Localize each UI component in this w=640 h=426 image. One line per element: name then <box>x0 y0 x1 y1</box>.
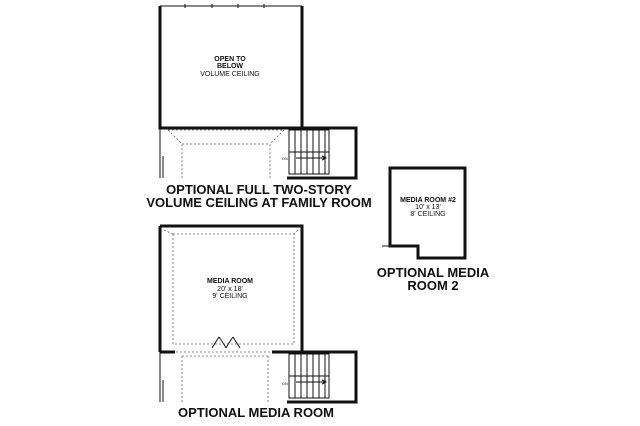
plan1-bay-right <box>269 129 285 178</box>
plan2-stair: DN <box>282 353 330 399</box>
plan2-room-name: MEDIA ROOM <box>207 278 253 285</box>
plan2-room-size: 20' x 18' <box>217 286 243 293</box>
plan1-bay-left <box>167 129 183 178</box>
plan2-outer-wall <box>160 224 304 352</box>
plan3-room-name: MEDIA ROOM #2 <box>400 197 456 204</box>
plan-media-room: DN MEDIA ROOM 20' x 18' 9' CEILING OPTIO… <box>158 224 358 420</box>
plan3-room-size: 10' x 13' <box>415 204 441 211</box>
plan3-caption-line2: ROOM 2 <box>407 278 458 293</box>
plan3-room-ceiling: 8' CEILING <box>410 211 445 218</box>
plan2-stair-label: DN <box>282 381 288 386</box>
plan2-caption: OPTIONAL MEDIA ROOM <box>178 405 334 420</box>
plan-open-to-below: DN OPEN TO BELOW VOLUME CEILING OPTIONAL… <box>146 4 372 210</box>
plan1-room-name-line2: BELOW <box>217 63 243 70</box>
plan1-room-name-line1: OPEN TO <box>214 56 246 63</box>
plan1-stair-label: DN <box>282 156 288 161</box>
plan1-stair: DN <box>282 129 330 175</box>
plan1-caption-line2: VOLUME CEILING AT FAMILY ROOM <box>146 195 371 210</box>
plan-media-room-2: MEDIA ROOM #2 10' x 13' 8' CEILING OPTIO… <box>377 166 490 293</box>
plan2-room-ceiling: 9' CEILING <box>212 293 247 300</box>
plan2-double-door <box>211 336 241 349</box>
plan1-room-detail: VOLUME CEILING <box>200 71 260 78</box>
plan2-ceiling-outline <box>172 233 295 345</box>
plan1-caption-line1: OPTIONAL FULL TWO-STORY <box>166 182 352 197</box>
plan1-outer-wall <box>158 6 358 180</box>
plan3-caption-line1: OPTIONAL MEDIA <box>377 265 490 280</box>
